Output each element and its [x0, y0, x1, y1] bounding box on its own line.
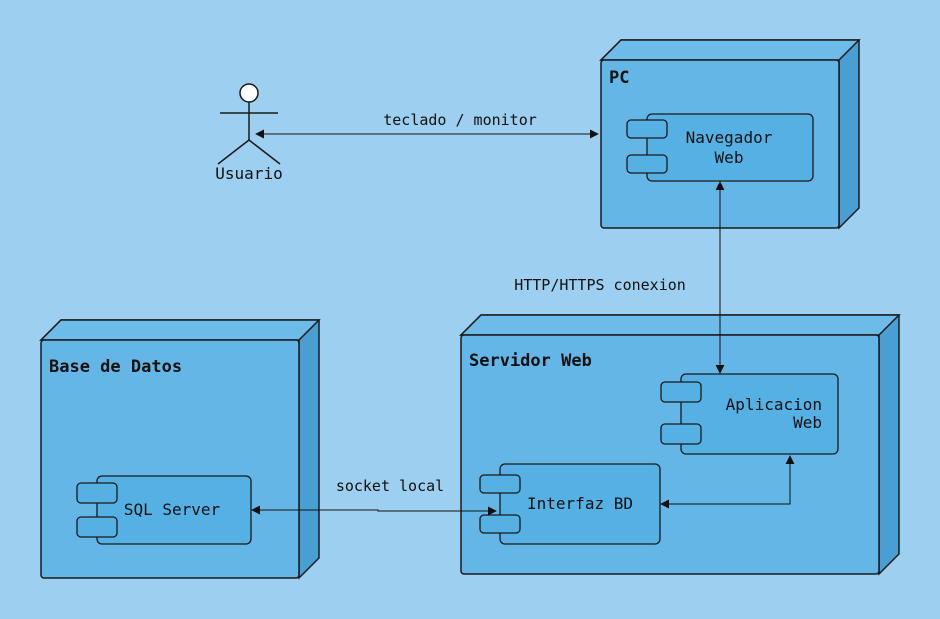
component-port-icon: [626, 154, 668, 174]
edge-teclado-label: teclado / monitor: [383, 111, 537, 129]
component-port-icon: [76, 482, 118, 504]
component-sql-server[interactable]: SQL Server: [76, 475, 252, 545]
component-sql-label: SQL Server: [124, 500, 221, 519]
component-aplicacion-line2: Web: [793, 413, 822, 432]
node-base-title: Base de Datos: [49, 357, 182, 377]
component-port-icon: [76, 516, 118, 538]
actor-stick-figure-icon: [217, 83, 281, 165]
edge-http-label: HTTP/HTTPS conexion: [514, 276, 686, 294]
component-aplicacion-web[interactable]: Aplicacion Web: [660, 373, 839, 455]
component-aplicacion-line1: Aplicacion: [726, 395, 822, 414]
component-navegador-line1: Navegador: [686, 128, 773, 147]
component-navegador-web[interactable]: Navegador Web: [626, 113, 814, 182]
component-port-icon: [660, 381, 702, 403]
node-pc-title: PC: [609, 68, 629, 88]
node-servidor-title: Servidor Web: [469, 351, 592, 371]
edge-socket-local[interactable]: socket local: [251, 477, 497, 516]
actor-usuario[interactable]: Usuario: [215, 83, 283, 183]
component-port-icon: [479, 474, 521, 494]
actor-label: Usuario: [215, 164, 282, 183]
edge-socket-label: socket local: [336, 477, 444, 495]
component-port-icon: [479, 514, 521, 534]
edge-teclado-monitor[interactable]: teclado / monitor: [255, 111, 599, 139]
component-interfaz-label: Interfaz BD: [527, 494, 633, 513]
component-port-icon: [660, 423, 702, 445]
component-navegador-line2: Web: [715, 148, 744, 167]
edge-aplicacion-interfaz[interactable]: [660, 455, 795, 509]
component-port-icon: [626, 119, 668, 139]
component-interfaz-bd[interactable]: Interfaz BD: [479, 463, 661, 545]
edge-http-https[interactable]: HTTP/HTTPS conexion: [514, 181, 725, 374]
